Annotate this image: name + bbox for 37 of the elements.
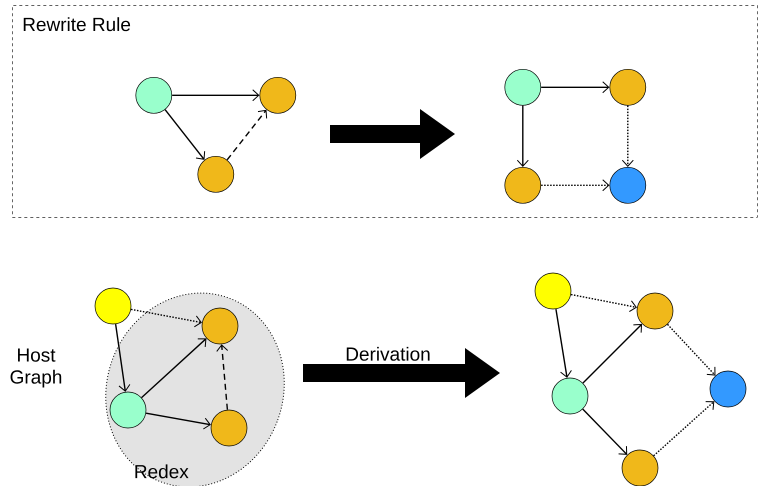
arrow	[216, 344, 228, 410]
arrow	[130, 308, 202, 328]
graph-vertex	[135, 76, 172, 114]
arrow	[141, 338, 206, 398]
arrow	[653, 401, 714, 456]
graph-vertex	[636, 292, 674, 330]
arrow	[582, 408, 628, 455]
graph-vertex	[259, 76, 296, 114]
arrow	[114, 324, 130, 392]
graph-vertex	[94, 288, 132, 324]
graph-vertex	[110, 392, 146, 428]
graph-vertex	[202, 308, 238, 344]
arrow	[555, 309, 572, 378]
arrow	[164, 109, 206, 160]
graph-vertex	[622, 450, 658, 486]
arrow	[667, 324, 716, 376]
arrow-label: Derivation	[346, 346, 430, 361]
arrow	[541, 81, 610, 94]
graph-vertex	[504, 68, 542, 106]
rule-frame: Rewrite Rule	[12, 5, 758, 218]
arrow	[570, 294, 637, 312]
arrow	[541, 179, 610, 192]
graph-vertex	[609, 166, 646, 204]
arrow	[516, 106, 529, 167]
graph-vertex	[210, 410, 248, 446]
graph-vertex	[534, 272, 572, 310]
arrow	[582, 324, 642, 384]
graph-label: Host Graph	[10, 348, 62, 388]
graph-vertex	[710, 370, 746, 408]
arrow	[622, 106, 634, 167]
graph-vertex	[609, 68, 646, 106]
graph-vertex	[504, 166, 542, 204]
graph-vertex	[197, 156, 234, 193]
arrow	[172, 89, 260, 102]
arrow	[226, 110, 268, 160]
graph-vertex	[552, 378, 588, 414]
arrow	[146, 412, 211, 430]
